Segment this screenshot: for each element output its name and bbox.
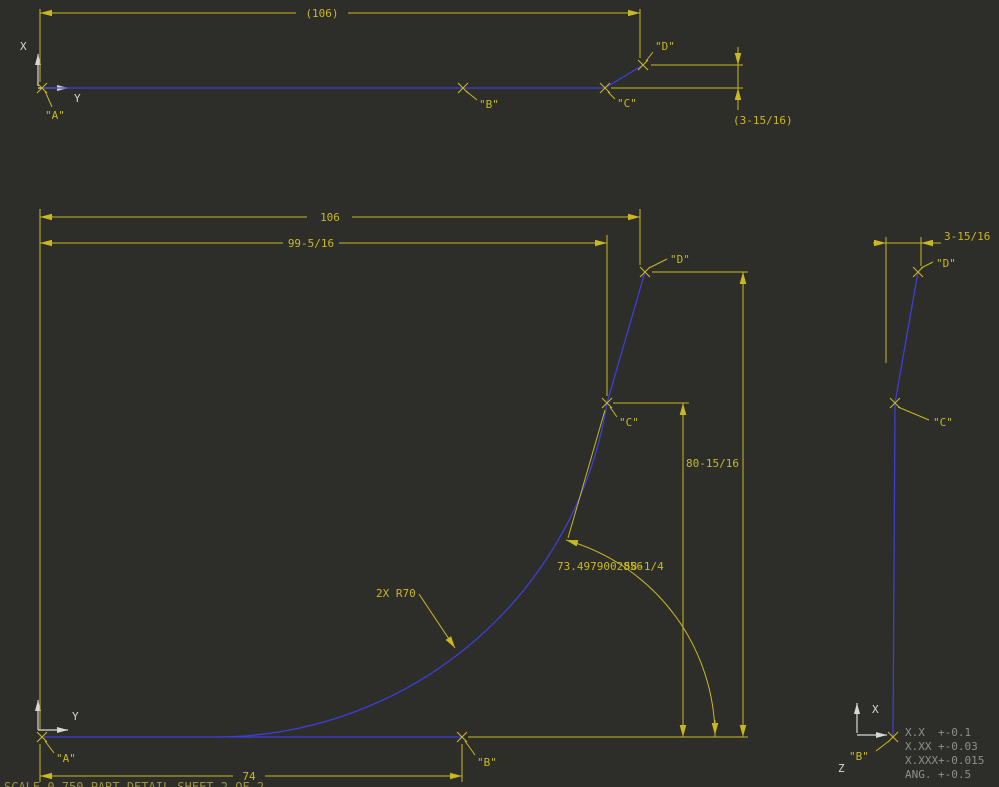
dim-text-radius: 2X R70 [376, 587, 416, 600]
title-strip: SCALE 0.750 PART DETAIL SHEET 2 OF 2 [4, 780, 264, 787]
leader-line [897, 406, 930, 421]
top-label-a[interactable]: "A" [44, 90, 65, 122]
front-dim-angle[interactable]: 73.4979002856 [557, 409, 719, 738]
front-fillet-curve[interactable] [215, 402, 608, 738]
axis-label-x: X [20, 40, 27, 53]
front-dim-d-height[interactable]: 80-15/16 [468, 271, 748, 738]
dim-text-angle: 73.4979002856 [557, 560, 643, 573]
axis-label-y: Y [74, 92, 81, 105]
front-upper-line[interactable] [606, 271, 646, 404]
tolerance-row-label: ANG. [905, 768, 932, 781]
angle-arc [565, 539, 716, 738]
point-label-c: "C" [619, 416, 639, 429]
front-dim-b-width[interactable]: 74 [39, 744, 463, 783]
point-label-d: "D" [670, 253, 690, 266]
point-label-a: "A" [56, 752, 76, 765]
side-label-c[interactable]: "C" [897, 406, 953, 429]
side-profile-polyline[interactable] [892, 271, 919, 738]
front-label-b[interactable]: "B" [464, 740, 497, 769]
front-view: Y 106 99-5/16 [34, 209, 748, 783]
axis-label-z: Z [838, 762, 845, 775]
front-dim-total-width[interactable]: 106 [39, 209, 641, 731]
front-axis-triad: Y [34, 700, 79, 734]
leader-line [648, 258, 668, 269]
top-label-d[interactable]: "D" [645, 40, 675, 62]
leader-line [607, 91, 616, 100]
front-dim-radius[interactable]: 2X R70 [376, 587, 456, 649]
side-label-b[interactable]: "B" [849, 740, 890, 763]
point-label-a: "A" [45, 109, 65, 122]
front-point-markers [36, 266, 651, 743]
point-label-d: "D" [936, 257, 956, 270]
dim-text-c-width: 99-5/16 [288, 237, 334, 250]
top-axis-triad: X Y [20, 40, 81, 105]
tolerance-row-value: +-0.1 [938, 726, 971, 739]
dim-text-c-height: 58-1/4 [624, 560, 664, 573]
axis-label-y: Y [72, 710, 79, 723]
tolerance-row-label: X.XX [905, 740, 932, 753]
point-marker-d[interactable] [637, 59, 649, 71]
tolerance-row-value: +-0.015 [938, 754, 984, 767]
side-view: X Z 3-15/16 "B" "C" "D" [838, 230, 990, 775]
side-label-d[interactable]: "D" [920, 257, 956, 270]
front-label-a[interactable]: "A" [44, 740, 76, 765]
leader-line [418, 593, 456, 649]
point-label-b: "B" [479, 98, 499, 111]
tolerance-row-value: +-0.03 [938, 740, 978, 753]
tolerance-row-value: +-0.5 [938, 768, 971, 781]
leader-line [465, 90, 478, 101]
dim-text-b-width: 74 [242, 770, 256, 783]
front-label-d[interactable]: "D" [648, 253, 690, 269]
top-label-b[interactable]: "B" [465, 90, 499, 111]
leader-line [44, 90, 53, 108]
point-marker-d[interactable] [639, 266, 651, 278]
leader-line [645, 51, 654, 62]
leader-line [44, 740, 55, 754]
side-axis-triad: X Z [838, 703, 887, 775]
dim-text-d-height: 80-15/16 [686, 457, 739, 470]
top-label-c[interactable]: "C" [607, 91, 637, 110]
dim-text-d-offset: 3-15/16 [944, 230, 990, 243]
leader-line [875, 740, 890, 752]
tolerance-block: X.X +-0.1 X.XX +-0.03 X.XXX +-0.015 ANG.… [905, 726, 984, 781]
point-label-b: "B" [477, 756, 497, 769]
leader-line [464, 740, 476, 756]
top-dim-offset[interactable]: (3-15/16) [611, 47, 793, 127]
top-dim-width[interactable]: (106) [39, 7, 641, 82]
dim-text-total-width: 106 [320, 211, 340, 224]
front-label-c[interactable]: "C" [609, 406, 639, 429]
tolerance-row-label: X.X [905, 726, 925, 739]
top-view: X Y (106) (3-15/16) [20, 7, 793, 127]
dim-text-offset: (3-15/16) [733, 114, 793, 127]
angle-leg-line [567, 409, 606, 539]
side-dim-d-offset[interactable]: 3-15/16 [873, 230, 990, 363]
point-label-d: "D" [655, 40, 675, 53]
leader-line [609, 406, 618, 418]
front-dim-c-width[interactable]: 99-5/16 [40, 235, 608, 396]
point-label-c: "C" [617, 97, 637, 110]
front-dim-c-height[interactable]: 58-1/4 [613, 402, 689, 737]
axis-label-x: X [872, 703, 879, 716]
leader-line [920, 261, 934, 269]
point-label-c: "C" [933, 416, 953, 429]
dim-text-width: (106) [305, 7, 338, 20]
tolerance-row-label: X.XXX [905, 754, 938, 767]
top-profile-polyline[interactable] [42, 64, 644, 89]
point-label-b: "B" [849, 750, 869, 763]
